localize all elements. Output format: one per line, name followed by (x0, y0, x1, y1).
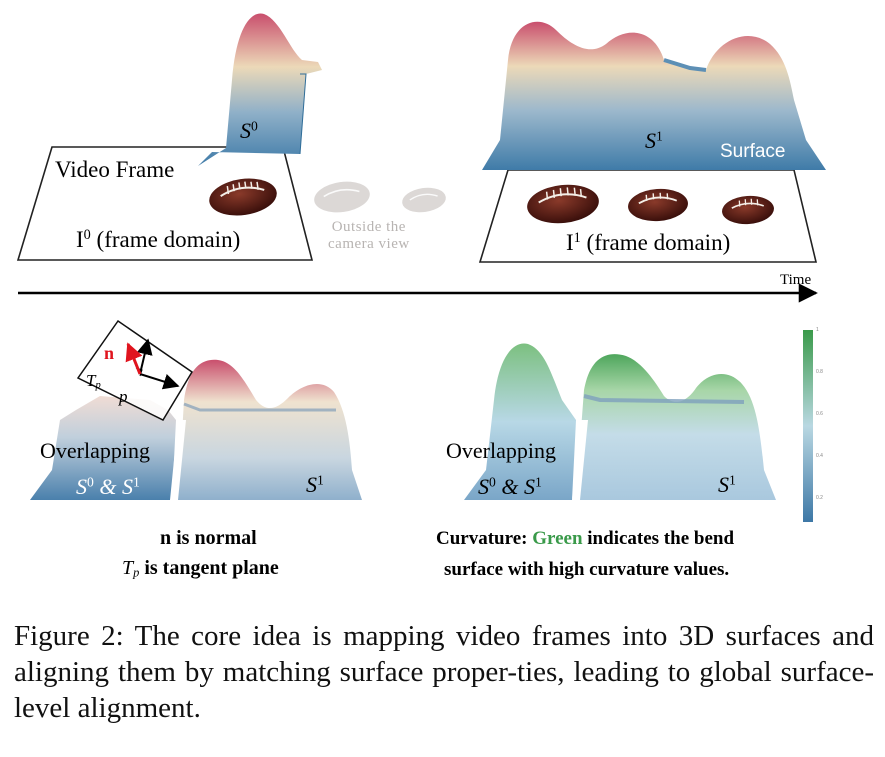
figure-2: S0 Video Frame I0 (frame domain) Outside… (16, 13, 826, 580)
figure-caption: Figure 2: The core idea is mapping video… (14, 618, 874, 726)
tangent-plane (76, 319, 194, 421)
colorbar-tick: 0.6 (816, 411, 823, 417)
normal-vector (125, 342, 143, 375)
outside-camera-view (314, 181, 446, 213)
football-icon (722, 195, 774, 225)
caption-text: Figure 2: The core idea is mapping video… (14, 620, 874, 724)
surface-s1 (482, 21, 826, 171)
surface-s1-label-bottom-right: S1 (718, 472, 736, 497)
surface-s0-edge (299, 73, 307, 155)
outside-camera-label: Outside the camera view (328, 219, 410, 252)
frame-plane-i0 (16, 146, 314, 261)
frame-domain-i0-label: I0 (frame domain) (76, 227, 241, 252)
tangent-note: Tp is tangent plane (122, 557, 279, 580)
normal-note: n is normal (160, 527, 257, 549)
football-icon (527, 184, 599, 224)
surface-s1-bottom-left (170, 359, 362, 500)
video-frame-label: Video Frame (55, 157, 175, 182)
figure-illustration (16, 13, 826, 522)
football-icon (209, 178, 277, 216)
overlapping-label-right: Overlapping (446, 438, 556, 463)
overlap-sets-left: S0 & S1 (76, 474, 140, 499)
overlap-surface-strip (30, 396, 176, 500)
curvature-colorbar (803, 330, 813, 522)
tangent-plane-symbol: Tp (86, 371, 101, 392)
colorbar-tick: 0.4 (816, 453, 823, 459)
surface-s0-label: S0 (240, 118, 258, 143)
top-right-panel (478, 21, 826, 263)
normal-symbol: n (104, 343, 115, 363)
colorbar-tick: 1 (816, 327, 819, 333)
surface-label: Surface (720, 141, 786, 162)
faded-football-icon (314, 181, 370, 213)
time-label: Time (780, 272, 812, 288)
top-left-panel (16, 13, 322, 261)
colorbar-tick: 0.2 (816, 495, 823, 501)
football-icon (628, 188, 688, 222)
curvature-note-line1: Curvature: Green indicates the bend (436, 528, 735, 549)
surface-s0 (198, 13, 322, 166)
faded-football-icon (402, 187, 446, 213)
overlapping-label-left: Overlapping (40, 438, 150, 463)
overlap-surface-strip-curv (464, 343, 576, 500)
curvature-note-line2: surface with high curvature values. (444, 559, 730, 580)
point-symbol: p (119, 387, 128, 406)
surface-s1-label: S1 (645, 128, 663, 153)
frame-domain-i1-label: I1 (frame domain) (566, 230, 731, 255)
colorbar-tick: 0.8 (816, 369, 823, 375)
surface-s1-ridge (663, 58, 707, 72)
surface-s1-curvature (572, 354, 776, 500)
bottom-left-panel (30, 319, 362, 500)
overlap-sets-right: S0 & S1 (478, 474, 542, 499)
bottom-right-panel (464, 330, 813, 522)
surface-s1-label-bottom-left: S1 (306, 472, 324, 497)
